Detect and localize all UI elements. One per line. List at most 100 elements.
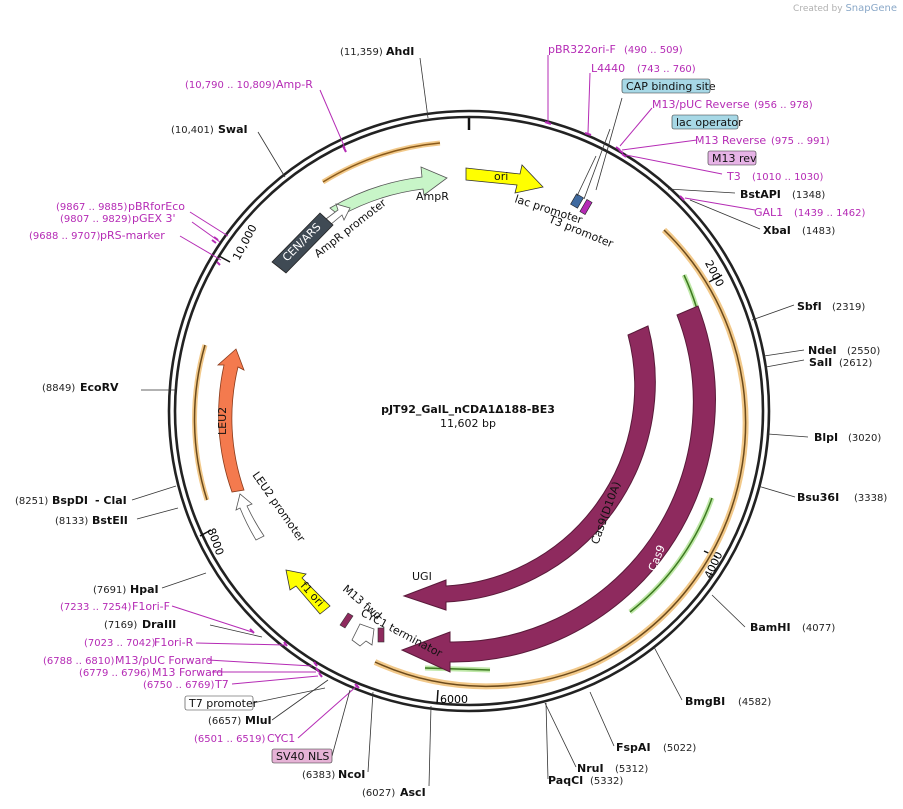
enzyme-bstapi: BstAPI (740, 188, 781, 201)
enzyme-ahdi: AhdI (386, 45, 414, 58)
plasmid-name: pJT92_GalL_nCDA1Δ188-BE3 (381, 403, 555, 416)
enzyme-bsteii: BstEII (92, 514, 128, 527)
primer-labels: (10,790 .. 10,809) Amp-R (9867 .. 9885) … (29, 43, 866, 745)
enzyme-pos-bstapi: (1348) (792, 190, 825, 201)
enzyme-pos-fspai: (5022) (663, 743, 696, 754)
enzyme-paqci: PaqCI (548, 774, 583, 787)
primer-m13-forward: M13 Forward (152, 666, 223, 679)
primer-pgex3: pGEX 3' (132, 212, 176, 225)
primer-leaders (171, 55, 756, 757)
plasmid-size: 11,602 bp (440, 417, 496, 430)
enzyme-pos-sali: (2612) (839, 358, 872, 369)
f1-ori-feature (285, 569, 331, 615)
cen-ars-feature (271, 212, 334, 274)
enzyme-nrui: NruI (577, 762, 604, 775)
m13-fwd-feature (339, 612, 354, 629)
primer-pos-prs-marker: (9688 .. 9707) (29, 231, 101, 242)
enzyme-draiii: DraIII (142, 618, 176, 631)
ori-feature (465, 164, 544, 194)
enzyme-pos-bsu36i: (3338) (854, 493, 887, 504)
enzyme-pos-blpi: (3020) (848, 433, 881, 444)
primer-amp-r: Amp-R (276, 78, 313, 91)
enzyme-pos-draiii: (7169) (104, 620, 137, 631)
primer-pbrforeco: pBRforEco (128, 200, 185, 213)
primer-pos-l4440: (743 .. 760) (637, 64, 696, 75)
primer-pos-m13-puc-forward: (6788 .. 6810) (43, 656, 115, 667)
m13-rev-label: M13 rev (712, 152, 757, 165)
primer-pos-f1ori-r: (7023 .. 7042) (84, 638, 156, 649)
enzyme-pos-asci: (6027) (362, 788, 395, 799)
leu2-promoter-feature (235, 493, 265, 541)
primer-m13-puc-forward: M13/pUC Forward (115, 654, 213, 667)
enzyme-pos-ncoi: (6383) (302, 770, 335, 781)
enzyme-ecorv: EcoRV (80, 381, 119, 394)
enzyme-sbfi: SbfI (797, 300, 822, 313)
orf-arcs (192, 140, 749, 690)
enzyme-pos-paqci: (5332) (590, 776, 623, 787)
cyc1-terminator-feature (351, 623, 385, 647)
enzyme-bspdi: BspDI (52, 494, 88, 507)
cas9-feature (400, 305, 716, 673)
enzyme-blpi: BlpI (814, 431, 838, 444)
primer-m13-reverse: M13 Reverse (695, 134, 766, 147)
boxed-labels: CAP binding site lac operator M13 rev T7… (184, 78, 757, 764)
lac-operator-label: lac operator (676, 116, 743, 129)
primer-m13-puc-reverse: M13/pUC Reverse (652, 98, 750, 111)
enzyme-pos-ecorv: (8849) (42, 383, 75, 394)
enzyme-bsu36i: Bsu36I (797, 491, 839, 504)
primer-pos-pgex3: (9807 .. 9829) (60, 214, 132, 225)
cap-binding-site-label: CAP binding site (626, 80, 716, 93)
snapgene-watermark: Created by SnapGene (793, 3, 897, 14)
enzyme-pos-xbai: (1483) (802, 226, 835, 237)
enzyme-pos-sbfi: (2319) (832, 302, 865, 313)
enzyme-bmgbi: BmgBI (685, 695, 725, 708)
primer-pos-m13-forward: (6779 .. 6796) (79, 668, 151, 679)
primer-t3: T3 (726, 170, 741, 183)
enzyme-pos-ndei: (2550) (847, 346, 880, 357)
leu2-label: LEU2 (216, 407, 229, 435)
primer-gal1: GAL1 (754, 206, 783, 219)
primer-pos-f1ori-f: (7233 .. 7254) (60, 602, 132, 613)
enzyme-pos-bspdi: (8251) (15, 496, 48, 507)
tick-label-10000: 10,000 (230, 222, 260, 262)
primer-l4440: L4440 (591, 62, 625, 75)
enzyme-pos-ahdi: (11,359) (340, 47, 383, 58)
primer-pos-t7: (6750 .. 6769) (143, 680, 215, 691)
enzyme-pos-mlui: (6657) (208, 716, 241, 727)
enzyme-mlui: MluI (245, 714, 272, 727)
primer-cyc1: CYC1 (267, 732, 295, 745)
ampr-feature (329, 166, 448, 217)
lac-promoter-feature (570, 193, 593, 215)
enzyme-ncoi: NcoI (338, 768, 365, 781)
enzyme-labels: (11,359) AhdI (10,401) SwaI (8849) EcoRV… (15, 45, 887, 799)
tick-marks (199, 118, 723, 705)
enzyme-pos-bamhi: (4077) (802, 623, 835, 634)
enzyme-hpai: HpaI (130, 583, 159, 596)
leu2-feature (216, 348, 245, 493)
t7-promoter-label: T7 promoter (188, 697, 258, 710)
enzyme-clai: - ClaI (95, 494, 127, 507)
primer-f1ori-r: F1ori-R (154, 636, 194, 649)
primer-pos-amp-r: (10,790 .. 10,809) (185, 80, 276, 91)
enzyme-leaders (131, 57, 809, 787)
enzyme-swai: SwaI (218, 123, 248, 136)
primer-pos-pbr322ori-f: (490 .. 509) (624, 45, 683, 56)
tick-label-8000: 8000 (204, 526, 226, 557)
enzyme-pos-swai: (10,401) (171, 125, 214, 136)
primer-prs-marker: pRS-marker (100, 229, 165, 242)
primer-pos-pbrforeco: (9867 .. 9885) (56, 202, 128, 213)
enzyme-pos-hpai: (7691) (93, 585, 126, 596)
enzyme-xbai: XbaI (763, 224, 791, 237)
primer-f1ori-f: F1ori-F (132, 600, 170, 613)
primer-pos-t3: (1010 .. 1030) (752, 172, 824, 183)
sv40-nls-label: SV40 NLS (276, 750, 329, 763)
primer-pos-cyc1: (6501 .. 6519) (194, 734, 266, 745)
ori-label: ori (494, 170, 508, 183)
cas9-d10a-feature (402, 325, 656, 611)
primer-pos-m13-puc-reverse: (956 .. 978) (754, 100, 813, 111)
backbone (167, 109, 771, 713)
tick-label-6000: 6000 (440, 693, 468, 706)
enzyme-asci: AscI (400, 786, 426, 799)
enzyme-fspai: FspAI (616, 741, 651, 754)
